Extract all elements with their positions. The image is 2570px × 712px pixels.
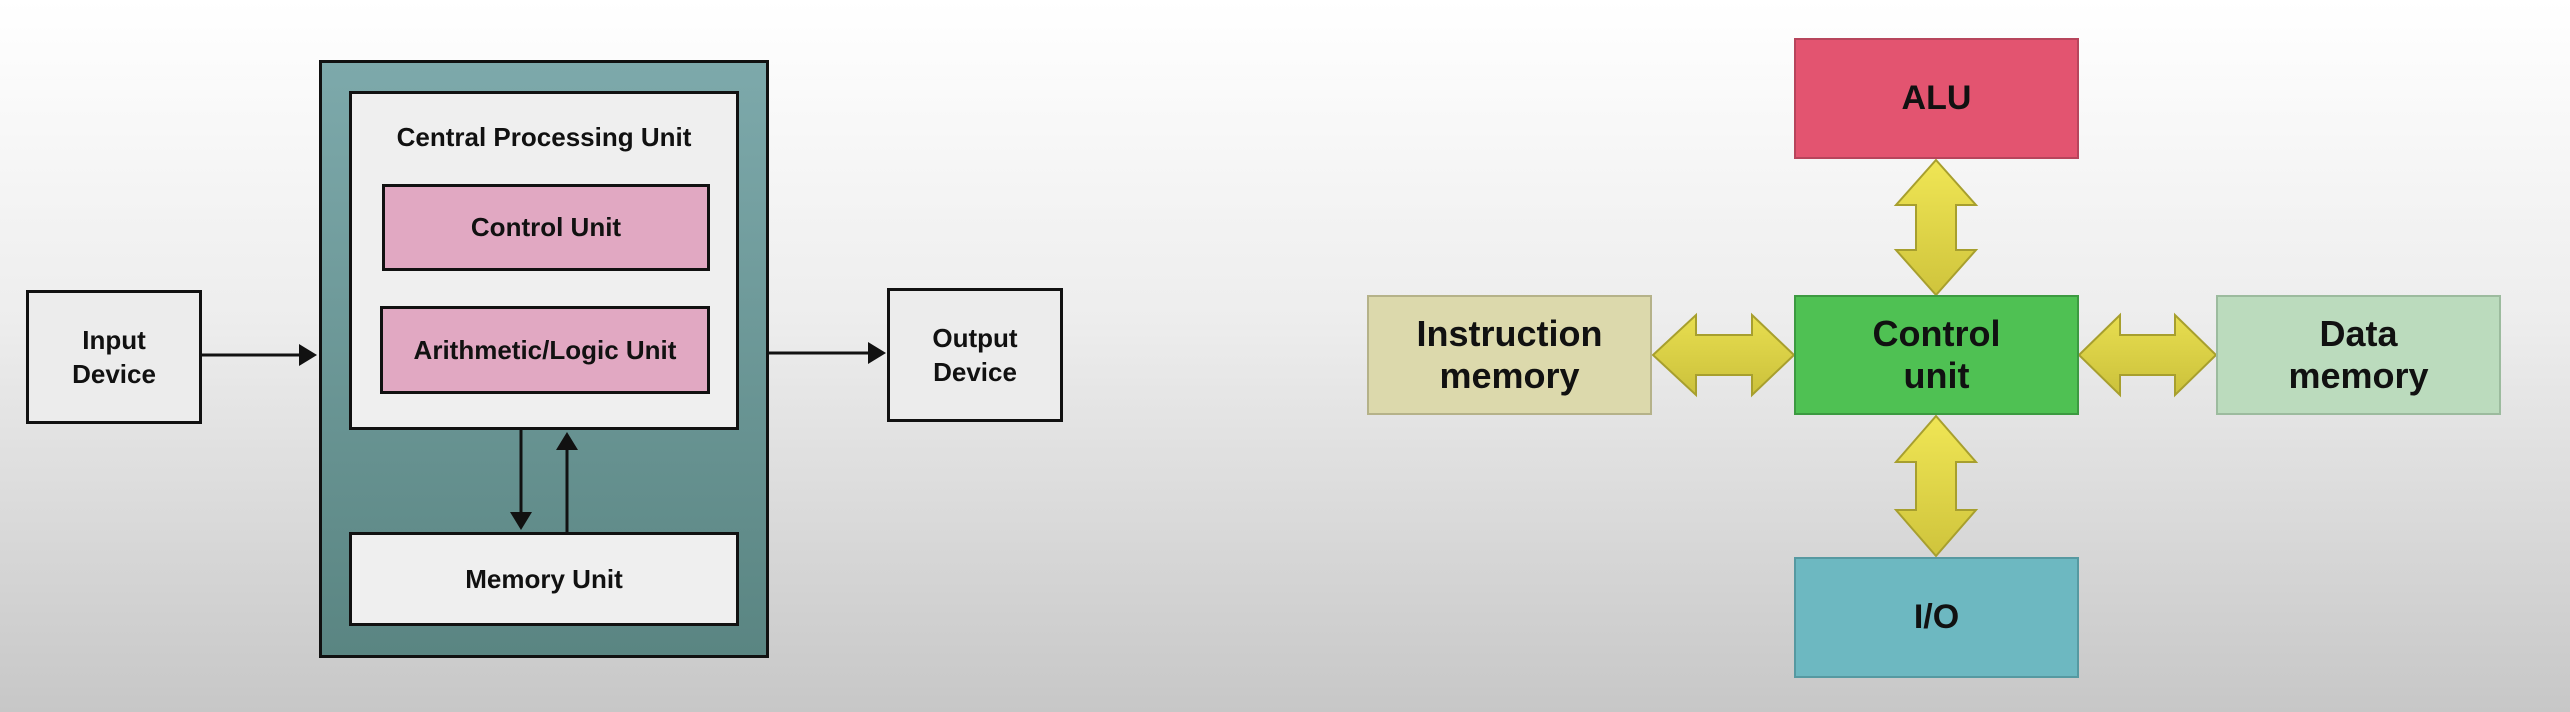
output-device-box: Output Device [887,288,1063,422]
input-device-box: Input Device [26,290,202,424]
data-memory-block: Data memory [2216,295,2501,415]
control-unit-block: Control unit [1794,295,2079,415]
cpu-to-memory-arrowhead [510,512,532,530]
memory-to-cpu-arrowhead [556,432,578,450]
control-io-double-arrow [1893,414,1979,558]
memory-unit-box: Memory Unit [349,532,739,626]
input-to-cpu-arrowhead [299,344,317,366]
alu-block: ALU [1794,38,2079,159]
instruction-control-double-arrow [1651,312,1796,398]
cpu-to-output-arrowhead [868,342,886,364]
control-data-double-arrow [2077,312,2218,398]
alu-box: Arithmetic/Logic Unit [380,306,710,394]
cpu-title: Central Processing Unit [396,122,692,152]
io-block: I/O [1794,557,2079,678]
alu-control-double-arrow [1893,158,1979,297]
control-unit-box: Control Unit [382,184,710,271]
instruction-memory-block: Instruction memory [1367,295,1652,415]
